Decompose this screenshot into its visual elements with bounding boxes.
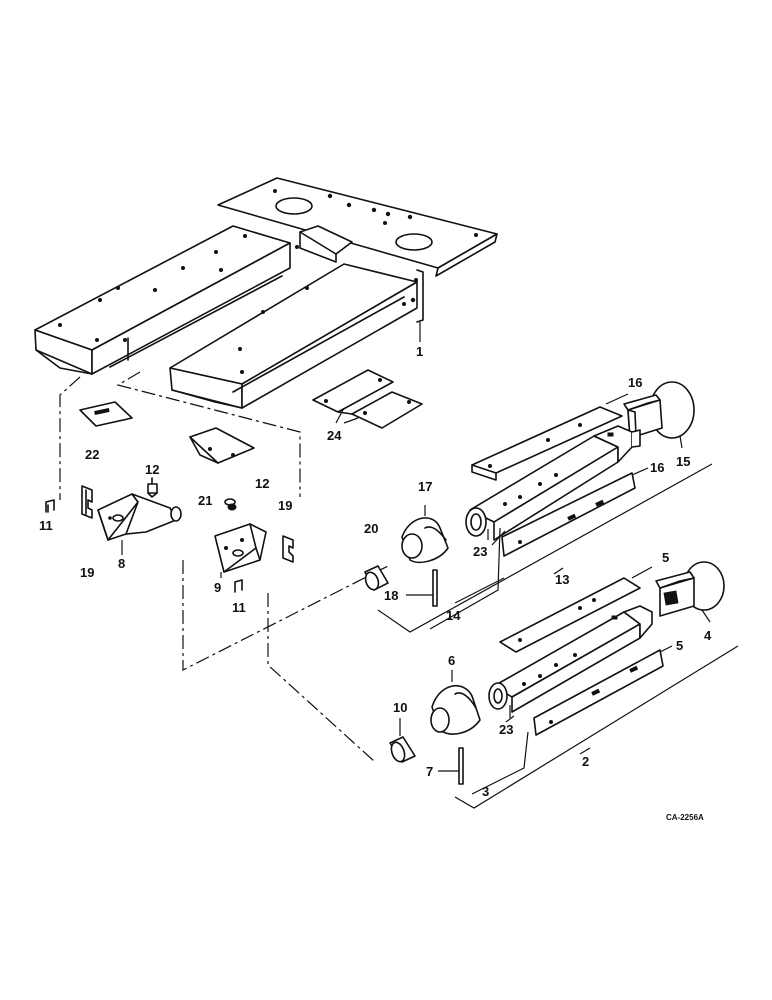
callout-3: 3: [482, 784, 489, 799]
callout-11-right: 11: [232, 600, 246, 615]
part-21-bracket: [189, 427, 255, 464]
part-12-bolts: [147, 477, 237, 511]
callout-9: 9: [214, 580, 221, 595]
part-22-plate: [79, 401, 133, 427]
callout-5-top: 5: [662, 550, 669, 565]
callout-13: 13: [555, 572, 569, 587]
drawing-code: CA-2256A: [666, 813, 704, 822]
callout-2: 2: [582, 754, 589, 769]
callout-4: 4: [704, 628, 712, 643]
callout-23-lower: 23: [499, 722, 513, 737]
part-20-bushing: [364, 565, 389, 591]
callout-23-upper: 23: [473, 544, 487, 559]
assembly-lines: [59, 371, 391, 763]
part-24-brackets: [312, 369, 423, 429]
part-8-bracket: [97, 493, 182, 555]
part-19-shims: [81, 485, 294, 563]
callout-16-bottom: 16: [650, 460, 664, 475]
callout-12-left: 12: [145, 462, 159, 477]
callout-labels: 1 2 3 4 5 5 6 7 8 9 10 11 11 12 12 13 14…: [39, 344, 712, 822]
part-18-pin: [406, 569, 438, 607]
callout-12-right: 12: [255, 476, 269, 491]
callout-1: 1: [416, 344, 423, 359]
callout-15: 15: [676, 454, 690, 469]
callout-10: 10: [393, 700, 407, 715]
callout-22: 22: [85, 447, 99, 462]
lower-axle-assembly: [389, 561, 739, 809]
callout-20: 20: [364, 521, 378, 536]
callout-24: 24: [327, 428, 342, 443]
part-11-clips: [45, 499, 243, 593]
upper-axle-assembly: [377, 381, 713, 633]
part-17-cap: [401, 505, 449, 564]
callout-6: 6: [448, 653, 455, 668]
main-frame: [34, 177, 498, 409]
callout-18: 18: [384, 588, 398, 603]
callout-14: 14: [446, 608, 461, 623]
callout-8: 8: [118, 556, 125, 571]
callout-7: 7: [426, 764, 433, 779]
callout-17: 17: [418, 479, 432, 494]
callout-11-left: 11: [39, 518, 53, 533]
callout-5-bottom: 5: [676, 638, 683, 653]
part-9-bracket: [214, 523, 267, 578]
callout-21: 21: [198, 493, 212, 508]
callout-16-top: 16: [628, 375, 642, 390]
callout-19-left: 19: [80, 565, 94, 580]
callout-19-right: 19: [278, 498, 292, 513]
